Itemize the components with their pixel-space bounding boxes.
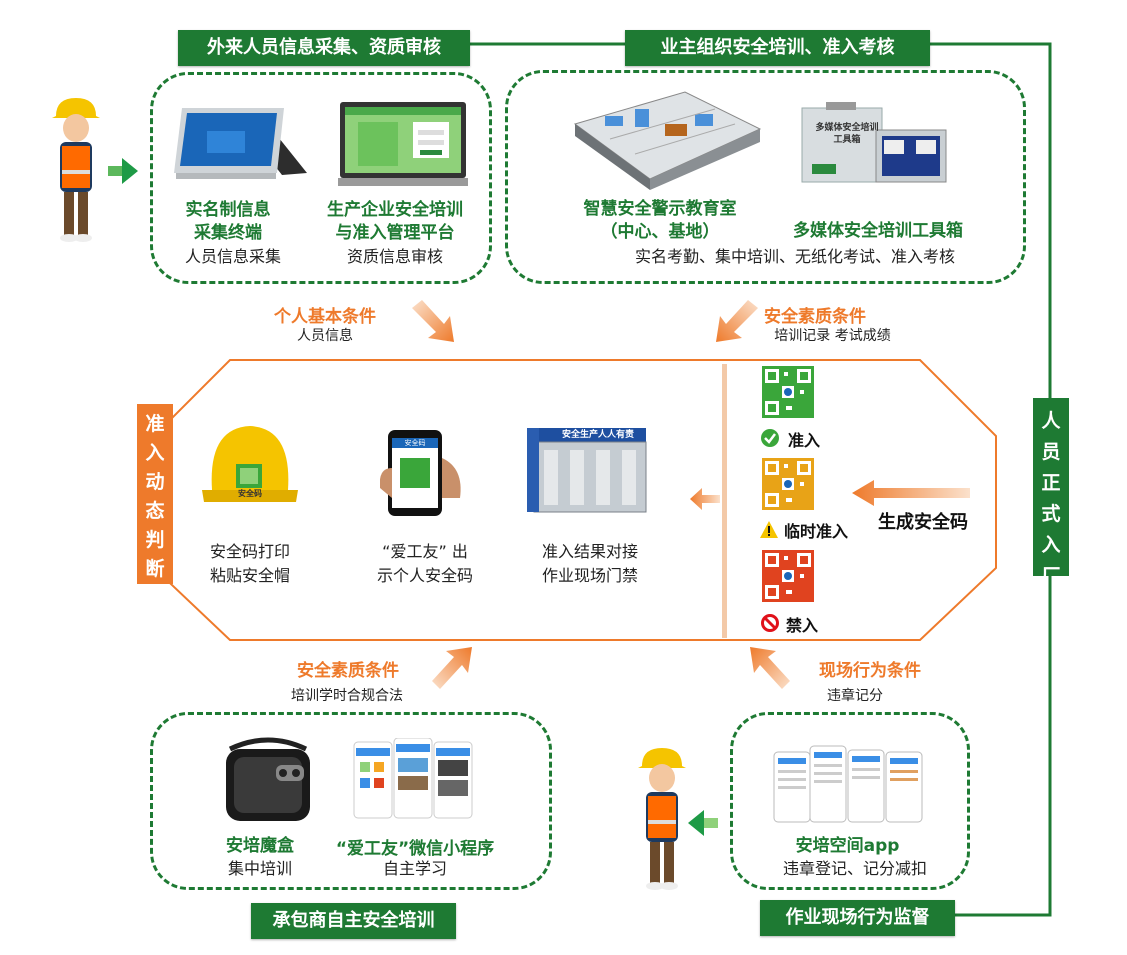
top-right-label: 业主组织安全培训、准入考核 [625,30,930,66]
app-caption: 违章登记、记分减扣 [782,859,927,878]
arrow-left-small-icon [690,488,720,510]
dynamic-judgement-label: 准 入 动 态 判 断 [137,404,173,584]
terminal-caption: 人员信息采集 [184,247,281,266]
qr-yellow [762,458,814,510]
right-vertical-label: 人员正式入厂 [1033,398,1069,587]
terminal-title: 实名制信息 采集终端 [185,200,271,243]
arrow-right-icon [108,158,138,184]
tablet-terminal-icon [174,108,307,179]
qr-green [762,366,814,418]
platform-title: 生产企业安全培训 与准入管理平台 [327,200,463,243]
status-green: 准入 [788,431,821,450]
worker-icon-bottom [638,748,686,890]
platform-monitor-icon [338,102,468,186]
access-gate-icon [527,428,647,513]
arrow-down-left-icon [716,300,758,342]
forbidden-icon [761,614,779,632]
bottom-left-label: 承包商自主安全培训 [251,903,456,939]
helmet-caption: 安全码打印 粘贴安全帽 [209,542,290,585]
bottom-right-label: 作业现场行为监督 [760,900,955,936]
top-right-box [505,70,1026,284]
mini-program-caption: 自主学习 [382,859,447,878]
education-room-title: 智慧安全警示教育室 （中心、基地） [583,199,737,242]
mini-program-screens-icon [353,738,473,819]
arrow-up-right-icon [432,647,472,689]
arrow-up-left-icon [750,647,790,689]
toolbox-title: 多媒体安全培训工具箱 [793,221,963,241]
gate-sign-text: 安全生产人人有责 [561,430,634,440]
dynamic-judgement-text: 准 入 动 态 判 断 [145,413,165,580]
phone-icon [380,430,461,516]
qr-red [762,550,814,602]
right-label-text: 人员正式入厂 [1041,410,1061,587]
app-title: 安培空间app [795,836,900,856]
top-right-caption: 实名考勤、集中培训、无纸化考试、准入考核 [634,247,955,266]
top-left-label: 外来人员信息采集、资质审核 [178,30,470,66]
arrow-down-right-icon [412,300,454,342]
arrow-top-left-sub: 人员信息 [297,328,353,344]
magic-box-title: 安培魔盒 [226,836,294,856]
check-icon [761,429,779,447]
phone-header-text: 安全码 [404,439,426,447]
platform-caption: 资质信息审核 [346,247,443,266]
mini-program-title: “爱工友”微信小程序 [335,839,495,859]
arrow-top-right-sub: 培训记录 考试成绩 [774,328,891,344]
arrow-bottom-left-title: 安全素质条件 [297,661,399,681]
bottom-right-box [730,712,970,890]
magic-box-caption: 集中培训 [227,859,292,878]
arrow-left-large-icon [852,480,970,506]
toolbox-icon [801,102,947,183]
top-left-box [150,72,492,284]
arrow-left-green-icon [688,810,718,836]
toolbox-text: 多媒体安全培训 工具箱 [815,123,879,145]
warning-icon [760,521,778,538]
education-room-icon [573,91,762,190]
app-screens-icon [773,745,923,823]
magic-box-icon [226,737,310,821]
arrow-bottom-right-title: 现场行为条件 [819,661,921,681]
arrow-bottom-left-sub: 培训学时合规合法 [291,688,403,704]
arrow-top-left-title: 个人基本条件 [274,307,376,327]
worker-icon-top [52,98,100,242]
gate-caption: 准入结果对接 作业现场门禁 [541,542,638,585]
arrow-bottom-right-sub: 违章记分 [827,688,883,704]
phone-caption: “爱工友” 出 示个人安全码 [376,542,473,585]
bottom-left-box [150,712,552,890]
generate-code-label: 生成安全码 [878,512,968,533]
status-yellow: 临时准入 [784,522,849,541]
helmet-sticker-text: 安全码 [238,489,262,498]
arrow-top-right-title: 安全素质条件 [764,307,866,327]
status-red: 禁入 [786,616,819,635]
helmet-icon [202,426,298,502]
